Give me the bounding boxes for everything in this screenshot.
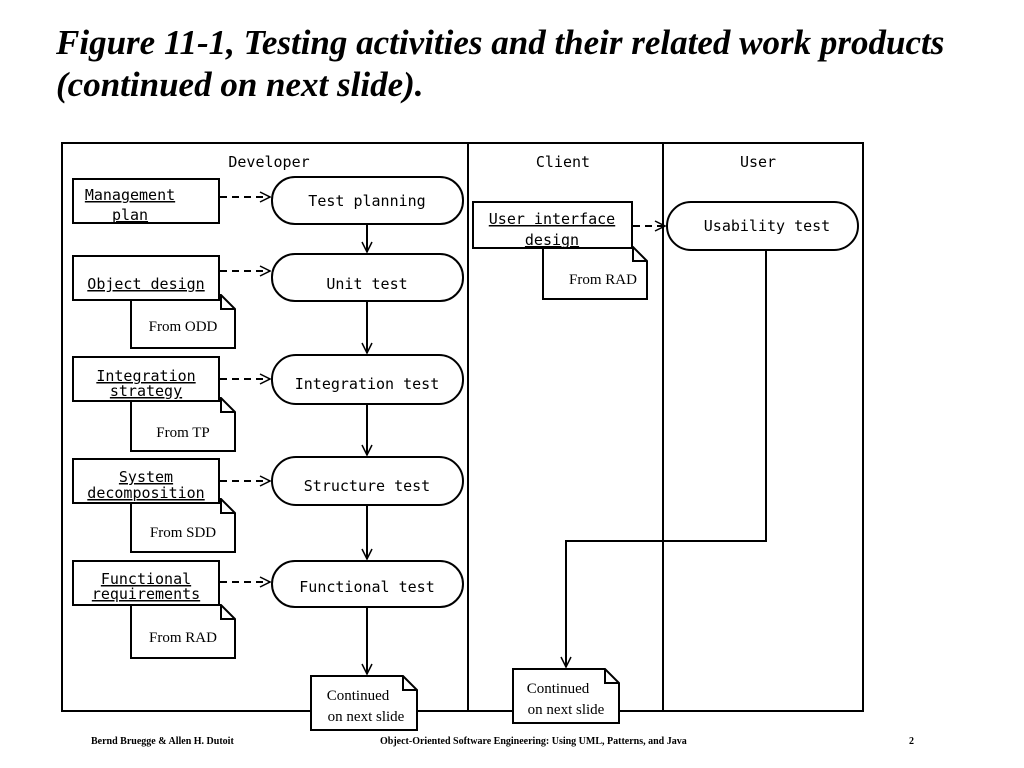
lane-header-user: User — [740, 153, 776, 171]
svg-text:Unit test: Unit test — [326, 275, 407, 293]
svg-text:decomposition: decomposition — [87, 484, 204, 502]
svg-text:Integration test: Integration test — [295, 375, 440, 393]
activity-functional-test: Functional test — [271, 560, 464, 608]
work-product-integration-strategy: Integration strategy — [72, 356, 220, 402]
slide-title: Figure 11-1, Testing activities and thei… — [56, 23, 945, 104]
work-product-management-plan: Management plan — [72, 178, 220, 224]
svg-text:Management: Management — [85, 186, 175, 204]
work-product-system-decomposition: System decomposition — [72, 458, 220, 504]
note-from-rad-client: From RAD — [542, 246, 648, 300]
work-product-user-interface-design: User interface design — [472, 201, 633, 249]
swimlane-frame — [61, 142, 864, 712]
note-from-sdd: From SDD — [130, 498, 236, 553]
note-continued-client: Continued on next slide — [512, 668, 620, 724]
svg-text:on next slide: on next slide — [328, 709, 405, 725]
svg-text:From ODD: From ODD — [149, 319, 218, 335]
footer-book-title: Object-Oriented Software Engineering: Us… — [380, 736, 687, 747]
svg-text:User interface: User interface — [489, 210, 615, 228]
svg-text:System: System — [119, 468, 173, 486]
work-product-object-design: Object design — [72, 255, 220, 301]
note-from-rad-developer: From RAD — [130, 604, 236, 659]
flow-arrow-usability-to-continued — [566, 251, 767, 667]
svg-text:strategy: strategy — [110, 382, 182, 400]
svg-text:From SDD: From SDD — [150, 525, 216, 541]
activity-usability-test: Usability test — [666, 201, 859, 251]
note-from-tp: From TP — [130, 397, 236, 452]
activity-test-planning: Test planning — [271, 176, 464, 225]
svg-text:Continued: Continued — [527, 681, 590, 697]
activity-structure-test: Structure test — [271, 456, 464, 506]
svg-text:Functional: Functional — [101, 570, 191, 588]
work-product-functional-requirements: Functional requirements — [72, 560, 220, 606]
svg-text:Functional test: Functional test — [299, 578, 434, 596]
svg-text:design: design — [525, 231, 579, 249]
svg-text:From TP: From TP — [156, 425, 210, 441]
lane-header-client: Client — [536, 153, 590, 171]
footer-page-number: 2 — [909, 736, 914, 747]
svg-text:Structure test: Structure test — [304, 477, 430, 495]
footer-author: Bernd Bruegge & Allen H. Dutoit — [91, 736, 234, 747]
lane-header-developer: Developer — [228, 153, 309, 171]
activity-unit-test: Unit test — [271, 253, 464, 302]
svg-text:From RAD: From RAD — [569, 272, 637, 288]
activity-integration-test: Integration test — [271, 354, 464, 405]
svg-text:Continued: Continued — [327, 688, 390, 704]
svg-text:on next slide: on next slide — [528, 702, 605, 718]
note-from-odd: From ODD — [130, 294, 236, 349]
svg-text:requirements: requirements — [92, 585, 200, 603]
svg-text:Test planning: Test planning — [308, 192, 425, 210]
svg-text:Usability test: Usability test — [704, 217, 830, 235]
svg-text:plan: plan — [112, 206, 148, 224]
svg-text:From RAD: From RAD — [149, 630, 217, 646]
note-continued-developer: Continued on next slide — [310, 675, 418, 731]
svg-text:Integration: Integration — [96, 367, 195, 385]
svg-text:Object design: Object design — [87, 275, 204, 293]
